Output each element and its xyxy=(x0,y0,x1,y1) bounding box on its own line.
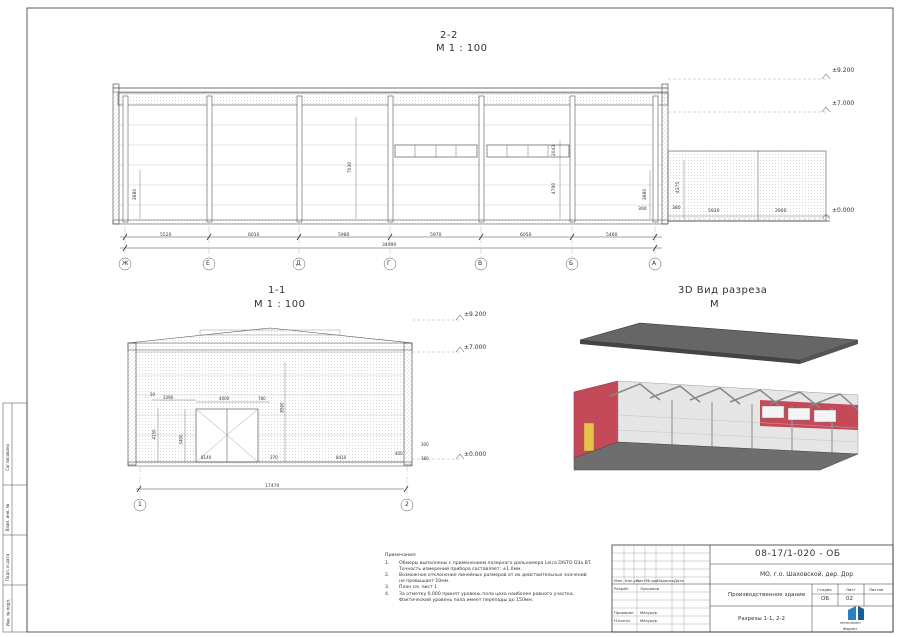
dimension: 8410 xyxy=(336,455,347,460)
sheet-value: 02 xyxy=(846,596,853,602)
span-dimension: 5970 xyxy=(430,233,442,238)
vertical-dimension: 380 xyxy=(672,206,681,211)
vertical-dimension: 4375 xyxy=(676,181,682,194)
span-dimension: 5520 xyxy=(160,233,172,238)
axis-label: 2 xyxy=(405,501,409,508)
dimension: 270 xyxy=(270,455,278,460)
document-code: 08-17/1-020 - ОБ xyxy=(755,549,841,559)
dimension: 4000 xyxy=(219,396,230,401)
axis-label: 1 xyxy=(138,501,142,508)
notes-header: Примечания: xyxy=(385,553,417,558)
dimension: 300 xyxy=(421,442,429,447)
axis-label: А xyxy=(652,260,657,267)
left-strip-label: Взам. инв. № xyxy=(5,503,11,532)
note-item: 3.План см. лист 1 xyxy=(385,585,438,591)
section-1-1 xyxy=(127,314,465,512)
level-label: ±9.200 xyxy=(464,311,487,318)
level-label: ±7.000 xyxy=(832,100,855,107)
logo-text: ПЕТРОПРОЕКТ xyxy=(840,621,861,625)
dimension: 50 xyxy=(150,392,156,397)
note-item: 4.За отметку 0.000 принят уровень пола ц… xyxy=(385,591,575,597)
axis-label: В xyxy=(478,260,483,267)
section-2-2-title: 2-2 xyxy=(440,30,458,41)
axis-label: Е xyxy=(206,260,210,267)
note-item: Точность измерений прибора составляет: ±… xyxy=(399,567,522,573)
section-2-2 xyxy=(112,73,831,271)
3d-view-scale: М xyxy=(710,299,720,310)
section-1-1-scale: М 1 : 100 xyxy=(254,299,306,310)
span-dimension: 6050 xyxy=(520,233,532,238)
vertical-dimension: 4790 xyxy=(552,182,558,195)
col-header: Дата xyxy=(674,578,684,583)
section-1-1-title: 1-1 xyxy=(268,285,286,296)
note-item: Фактический уровень пола имеет перепады … xyxy=(399,597,534,603)
notes-block: Примечания: 1.Обмеры выполнены с примене… xyxy=(385,553,605,604)
col-header: Изм. xyxy=(614,578,623,583)
left-strip-label: Согласовано xyxy=(4,444,10,471)
left-strip-label: Инв. № подл. xyxy=(5,598,11,627)
dimension: 780 xyxy=(258,396,266,401)
note-item: не превышает 10мм. xyxy=(399,579,450,585)
sheet-header: Лист xyxy=(846,587,856,592)
sheet-frame xyxy=(26,7,894,633)
format-label: Формат xyxy=(843,627,858,631)
axis-label: Ж xyxy=(122,260,129,267)
role: Разраб. xyxy=(614,586,629,591)
sheet-name: Разрезы 1-1, 2-2 xyxy=(738,616,785,622)
role: Проверил xyxy=(614,610,634,615)
dimension: 4150 xyxy=(151,429,157,440)
company-logo-icon xyxy=(848,606,864,620)
col-header: Подпись xyxy=(657,578,675,583)
col-header: Лист xyxy=(636,578,646,583)
level-label: ±0.000 xyxy=(832,207,855,214)
span-dimension: 5980 xyxy=(338,233,350,238)
person-name: Мазуров xyxy=(640,610,657,615)
person-name: Лукьянов xyxy=(640,586,659,591)
title-block xyxy=(611,544,894,633)
col-header: Кол.уч. xyxy=(625,578,640,583)
annex-dimension: 2900 xyxy=(775,209,787,214)
level-label: ±0.000 xyxy=(464,451,487,458)
dimension: 400 xyxy=(395,451,403,456)
span-dimension: 5460 xyxy=(606,233,618,238)
col-header: № док. xyxy=(646,578,660,583)
left-strip-label: Подп. и дата xyxy=(5,553,11,582)
vertical-dimension: 3680 xyxy=(133,188,139,201)
left-margin-strip xyxy=(2,402,28,633)
dimension: 3390 xyxy=(163,395,174,400)
object-name: Производственное здание xyxy=(728,592,806,598)
role: Н.контр. xyxy=(614,618,631,623)
annex-dimension: 5920 xyxy=(708,209,720,214)
overall-dimension: 17470 xyxy=(265,484,280,489)
axis-label: Г xyxy=(387,260,391,267)
vertical-dimension: 7030 xyxy=(348,161,354,174)
axis-label: Д xyxy=(296,260,301,267)
note-item: 1.Обмеры выполнены с применением лазерно… xyxy=(385,561,592,567)
vertical-dimension: 300 xyxy=(638,207,647,212)
stage-header: Стадия xyxy=(817,587,832,592)
overall-dimension: 34990 xyxy=(382,243,397,248)
dimension: 8560 xyxy=(279,402,285,413)
note-item: 2.Возможное отклонение линейных размеров… xyxy=(385,573,587,579)
person-name: Мазуров xyxy=(640,618,657,623)
span-dimension: 6010 xyxy=(248,233,260,238)
sheets-header: Листов xyxy=(869,587,884,592)
dimension: 3400 xyxy=(178,434,184,445)
3d-section-view xyxy=(573,322,859,471)
section-2-2-scale: М 1 : 100 xyxy=(436,43,488,54)
location: МО, г.о. Шаховской, дер. Дор xyxy=(760,571,854,578)
level-label: ±7.000 xyxy=(464,344,487,351)
vertical-dimension: 3680 xyxy=(643,188,649,201)
dimension: 8140 xyxy=(201,455,212,460)
level-label: ±9.200 xyxy=(832,67,855,74)
3d-view-title: 3D Вид разреза xyxy=(678,285,768,296)
stage-value: ОБ xyxy=(821,596,830,602)
vertical-dimension: 2043 xyxy=(552,144,558,157)
axis-label: Б xyxy=(569,260,574,267)
dimension: 380 xyxy=(421,456,429,461)
